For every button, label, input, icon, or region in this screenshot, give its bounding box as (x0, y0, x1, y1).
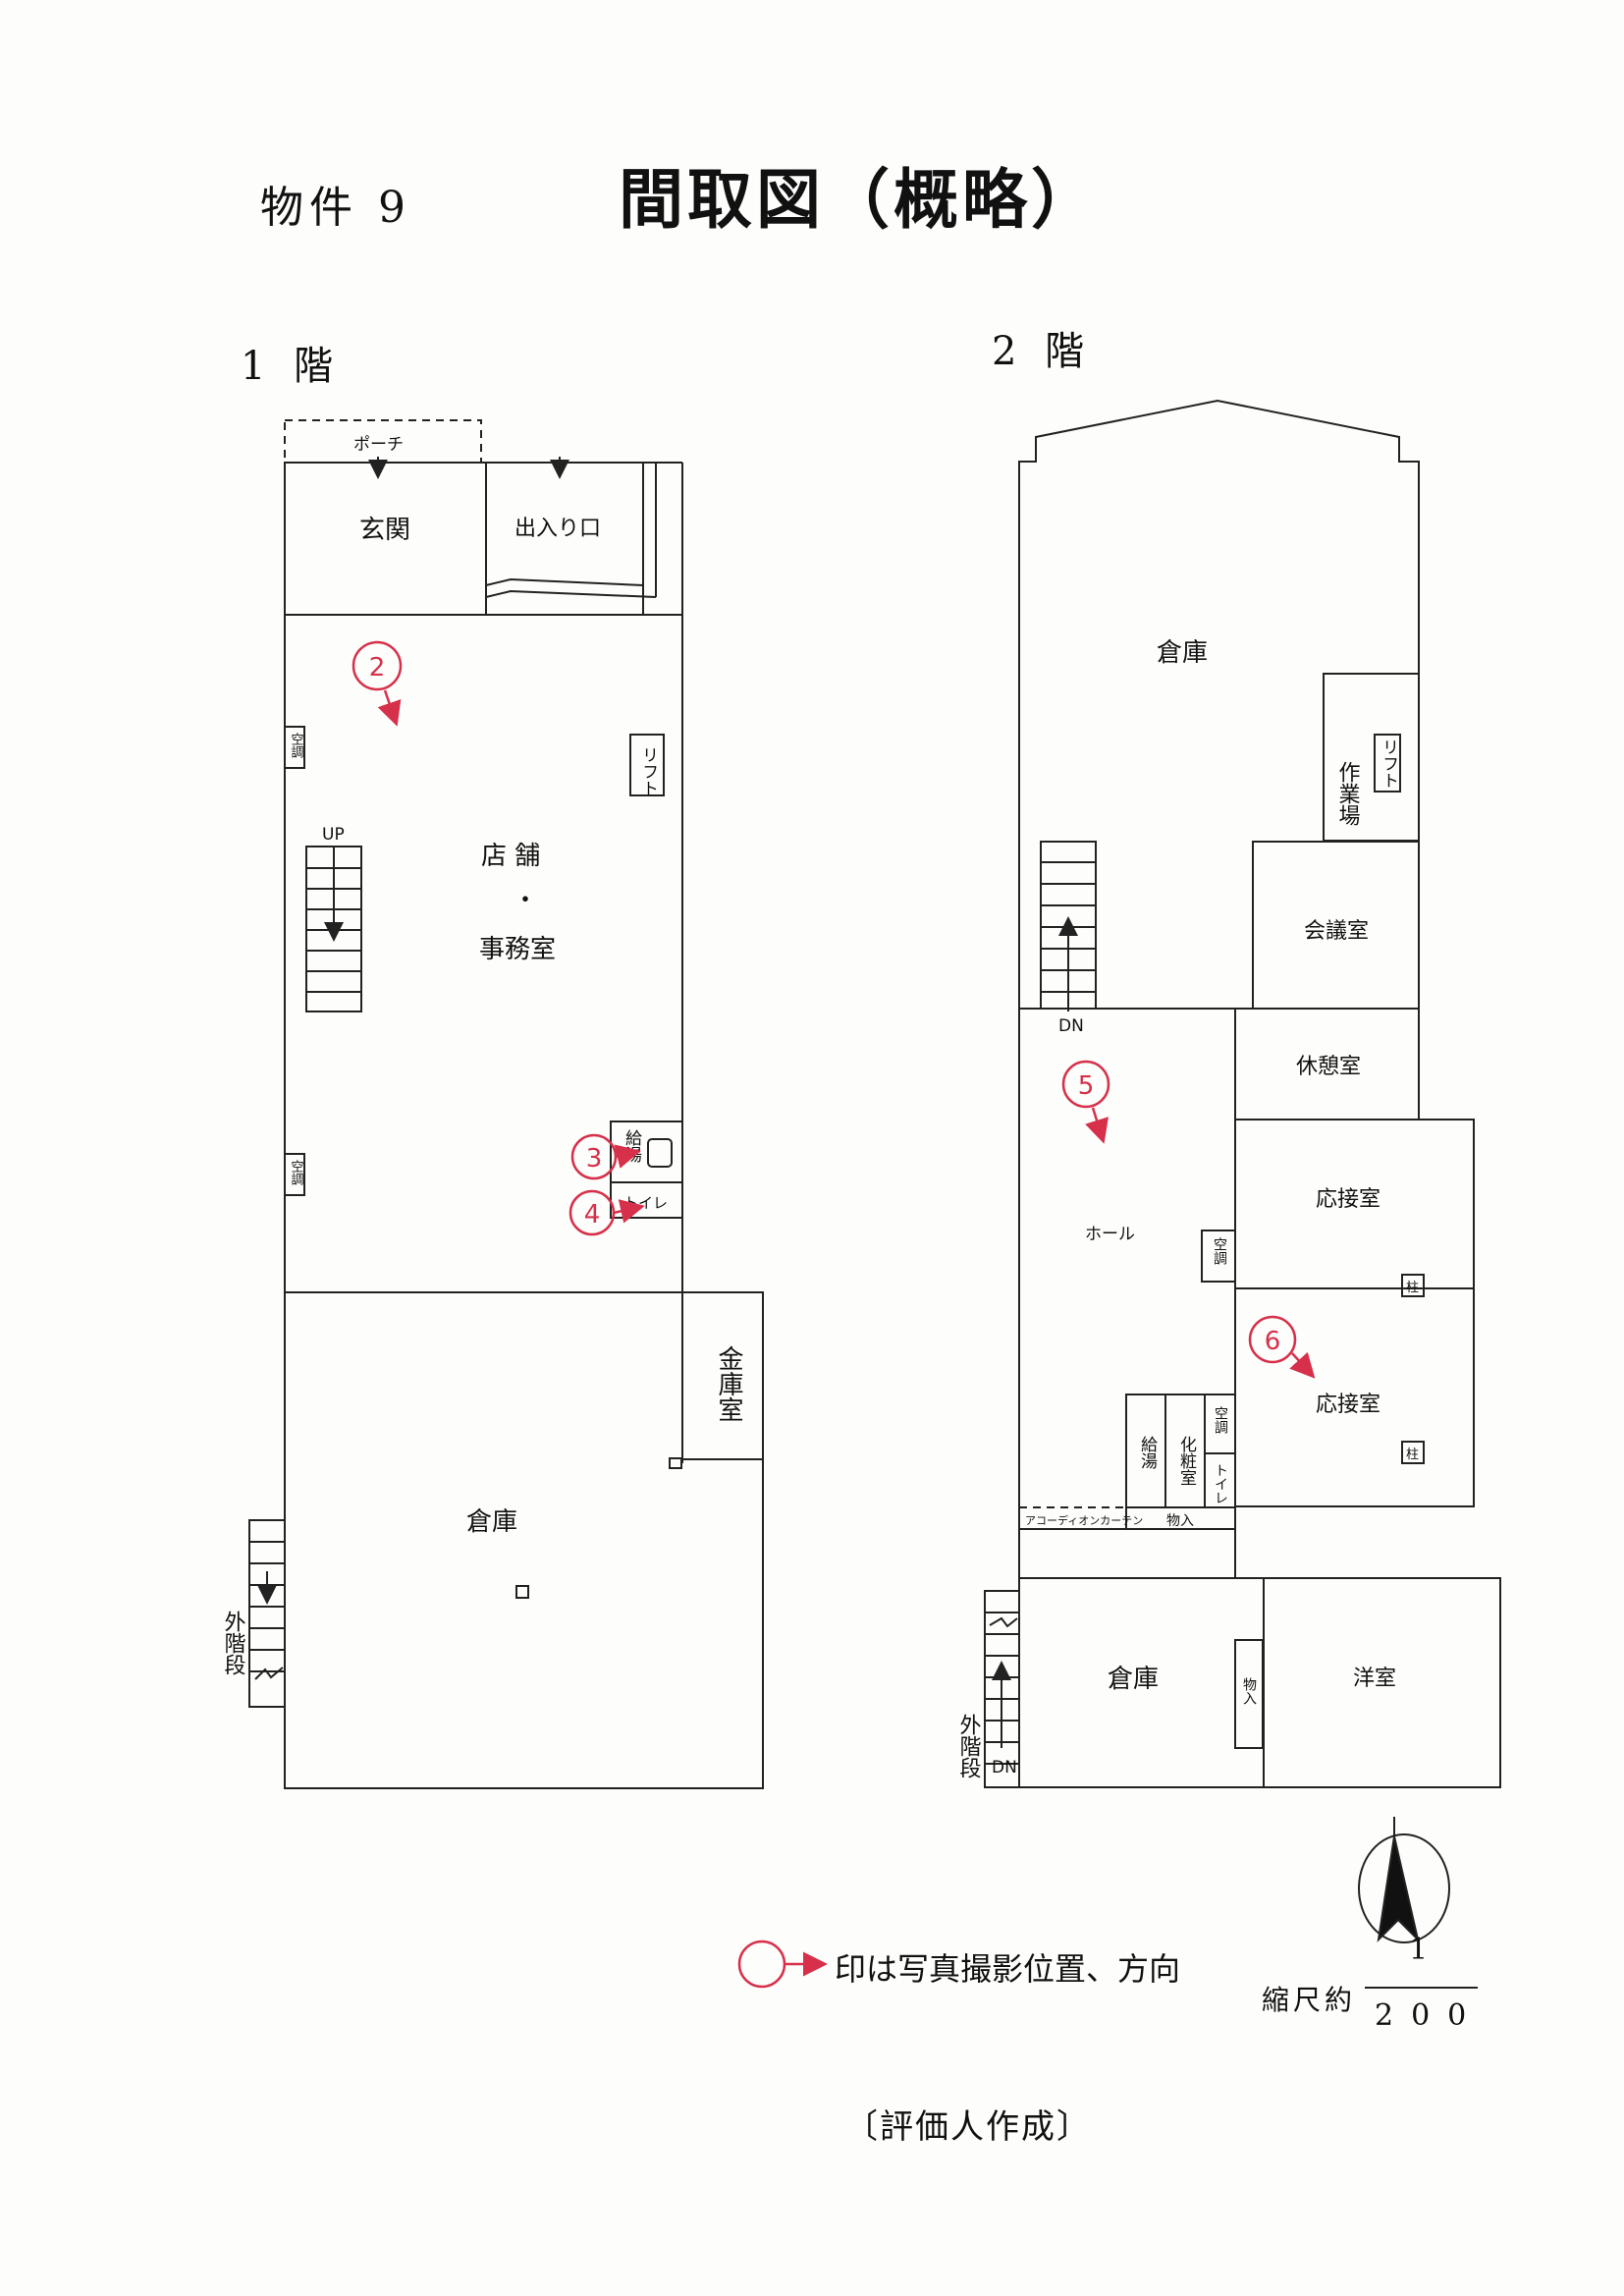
outer-stairs-1f-label: 外階段 (221, 1611, 246, 1675)
floor-1-label: 1 階 (241, 344, 342, 389)
dn2-label: DN (992, 1758, 1017, 1777)
closet2-label: 物入 (1241, 1677, 1257, 1705)
marker-4-num: 4 (584, 1200, 601, 1230)
author-note: 〔評価人作成〕 (844, 2107, 1092, 2147)
up-label: UP (322, 825, 345, 845)
marker-5-num: 5 (1078, 1071, 1095, 1101)
scale-numerator: 1 (1409, 1933, 1429, 1967)
shop-label: 店 舗 (481, 842, 540, 871)
outer-stairs-2f-label: 外階段 (956, 1714, 982, 1778)
reception2-label: 応接室 (1316, 1393, 1380, 1417)
legend-marker-icon (737, 1940, 786, 1989)
western-label: 洋室 (1353, 1667, 1396, 1691)
toilet-2f-label: トイレ (1213, 1463, 1228, 1504)
ac2-2f-label: 空調 (1213, 1406, 1228, 1434)
lift-1f-label: リフト (638, 746, 658, 796)
property-label: 物件 9 (260, 183, 411, 233)
pillar1-label: 柱 (1406, 1281, 1419, 1295)
meeting-label: 会議室 (1304, 919, 1369, 944)
office-label: 事務室 (479, 935, 556, 964)
pillar2-label: 柱 (1406, 1448, 1419, 1462)
ac-2f-label: 空調 (1212, 1237, 1227, 1265)
dn1-label: DN (1058, 1016, 1084, 1036)
marker-2-num: 2 (369, 653, 386, 683)
north-arrow-icon (1358, 1817, 1450, 1943)
floor-2-plan (984, 399, 1501, 1788)
closet1-label: 物入 (1166, 1513, 1194, 1529)
ac2-label: 空調 (289, 1160, 304, 1185)
lift-2f-label: リフト (1379, 738, 1398, 789)
photo-marker-5 (1061, 1060, 1110, 1109)
accordion-label: アコーディオンカーテン (1025, 1513, 1143, 1527)
scale-label: 縮尺約 (1262, 1984, 1357, 2016)
entrance-label: 玄関 (359, 516, 410, 545)
porch-label: ポーチ (353, 435, 404, 455)
legend-text: 印は写真撮影位置、方向 (835, 1950, 1181, 1988)
scale-divider (1365, 1987, 1478, 1989)
kettle-2f-label: 給湯 (1137, 1436, 1158, 1470)
hall-label: ホール (1085, 1225, 1135, 1244)
dot-label: ・ (513, 886, 538, 915)
kettle-1f-label: 給湯 (622, 1129, 642, 1164)
photo-marker-2 (352, 640, 403, 691)
photo-marker-6 (1248, 1315, 1297, 1364)
safe-label: 金庫室 (714, 1345, 743, 1422)
warehouse-bottom-label: 倉庫 (1108, 1665, 1159, 1694)
floor-1-plan (248, 419, 764, 1789)
page-title: 間取図（概略） (619, 162, 1100, 238)
powder-label: 化粧室 (1176, 1436, 1197, 1486)
warehouse-room-1f (284, 1291, 764, 1789)
doorway-label: 出入り口 (514, 517, 601, 541)
rest-label: 休憩室 (1296, 1055, 1361, 1079)
workshop-label: 作業場 (1335, 761, 1361, 826)
ac1-label: 空調 (289, 733, 304, 758)
marker-3-num: 3 (586, 1144, 603, 1174)
scale-denominator: 200 (1375, 1998, 1485, 2033)
reception1-label: 応接室 (1316, 1187, 1380, 1212)
warehouse-top-label: 倉庫 (1157, 638, 1208, 668)
warehouse-1f-label: 倉庫 (466, 1507, 517, 1537)
marker-6-num: 6 (1265, 1327, 1281, 1356)
floor-2-label: 2 階 (992, 329, 1093, 374)
